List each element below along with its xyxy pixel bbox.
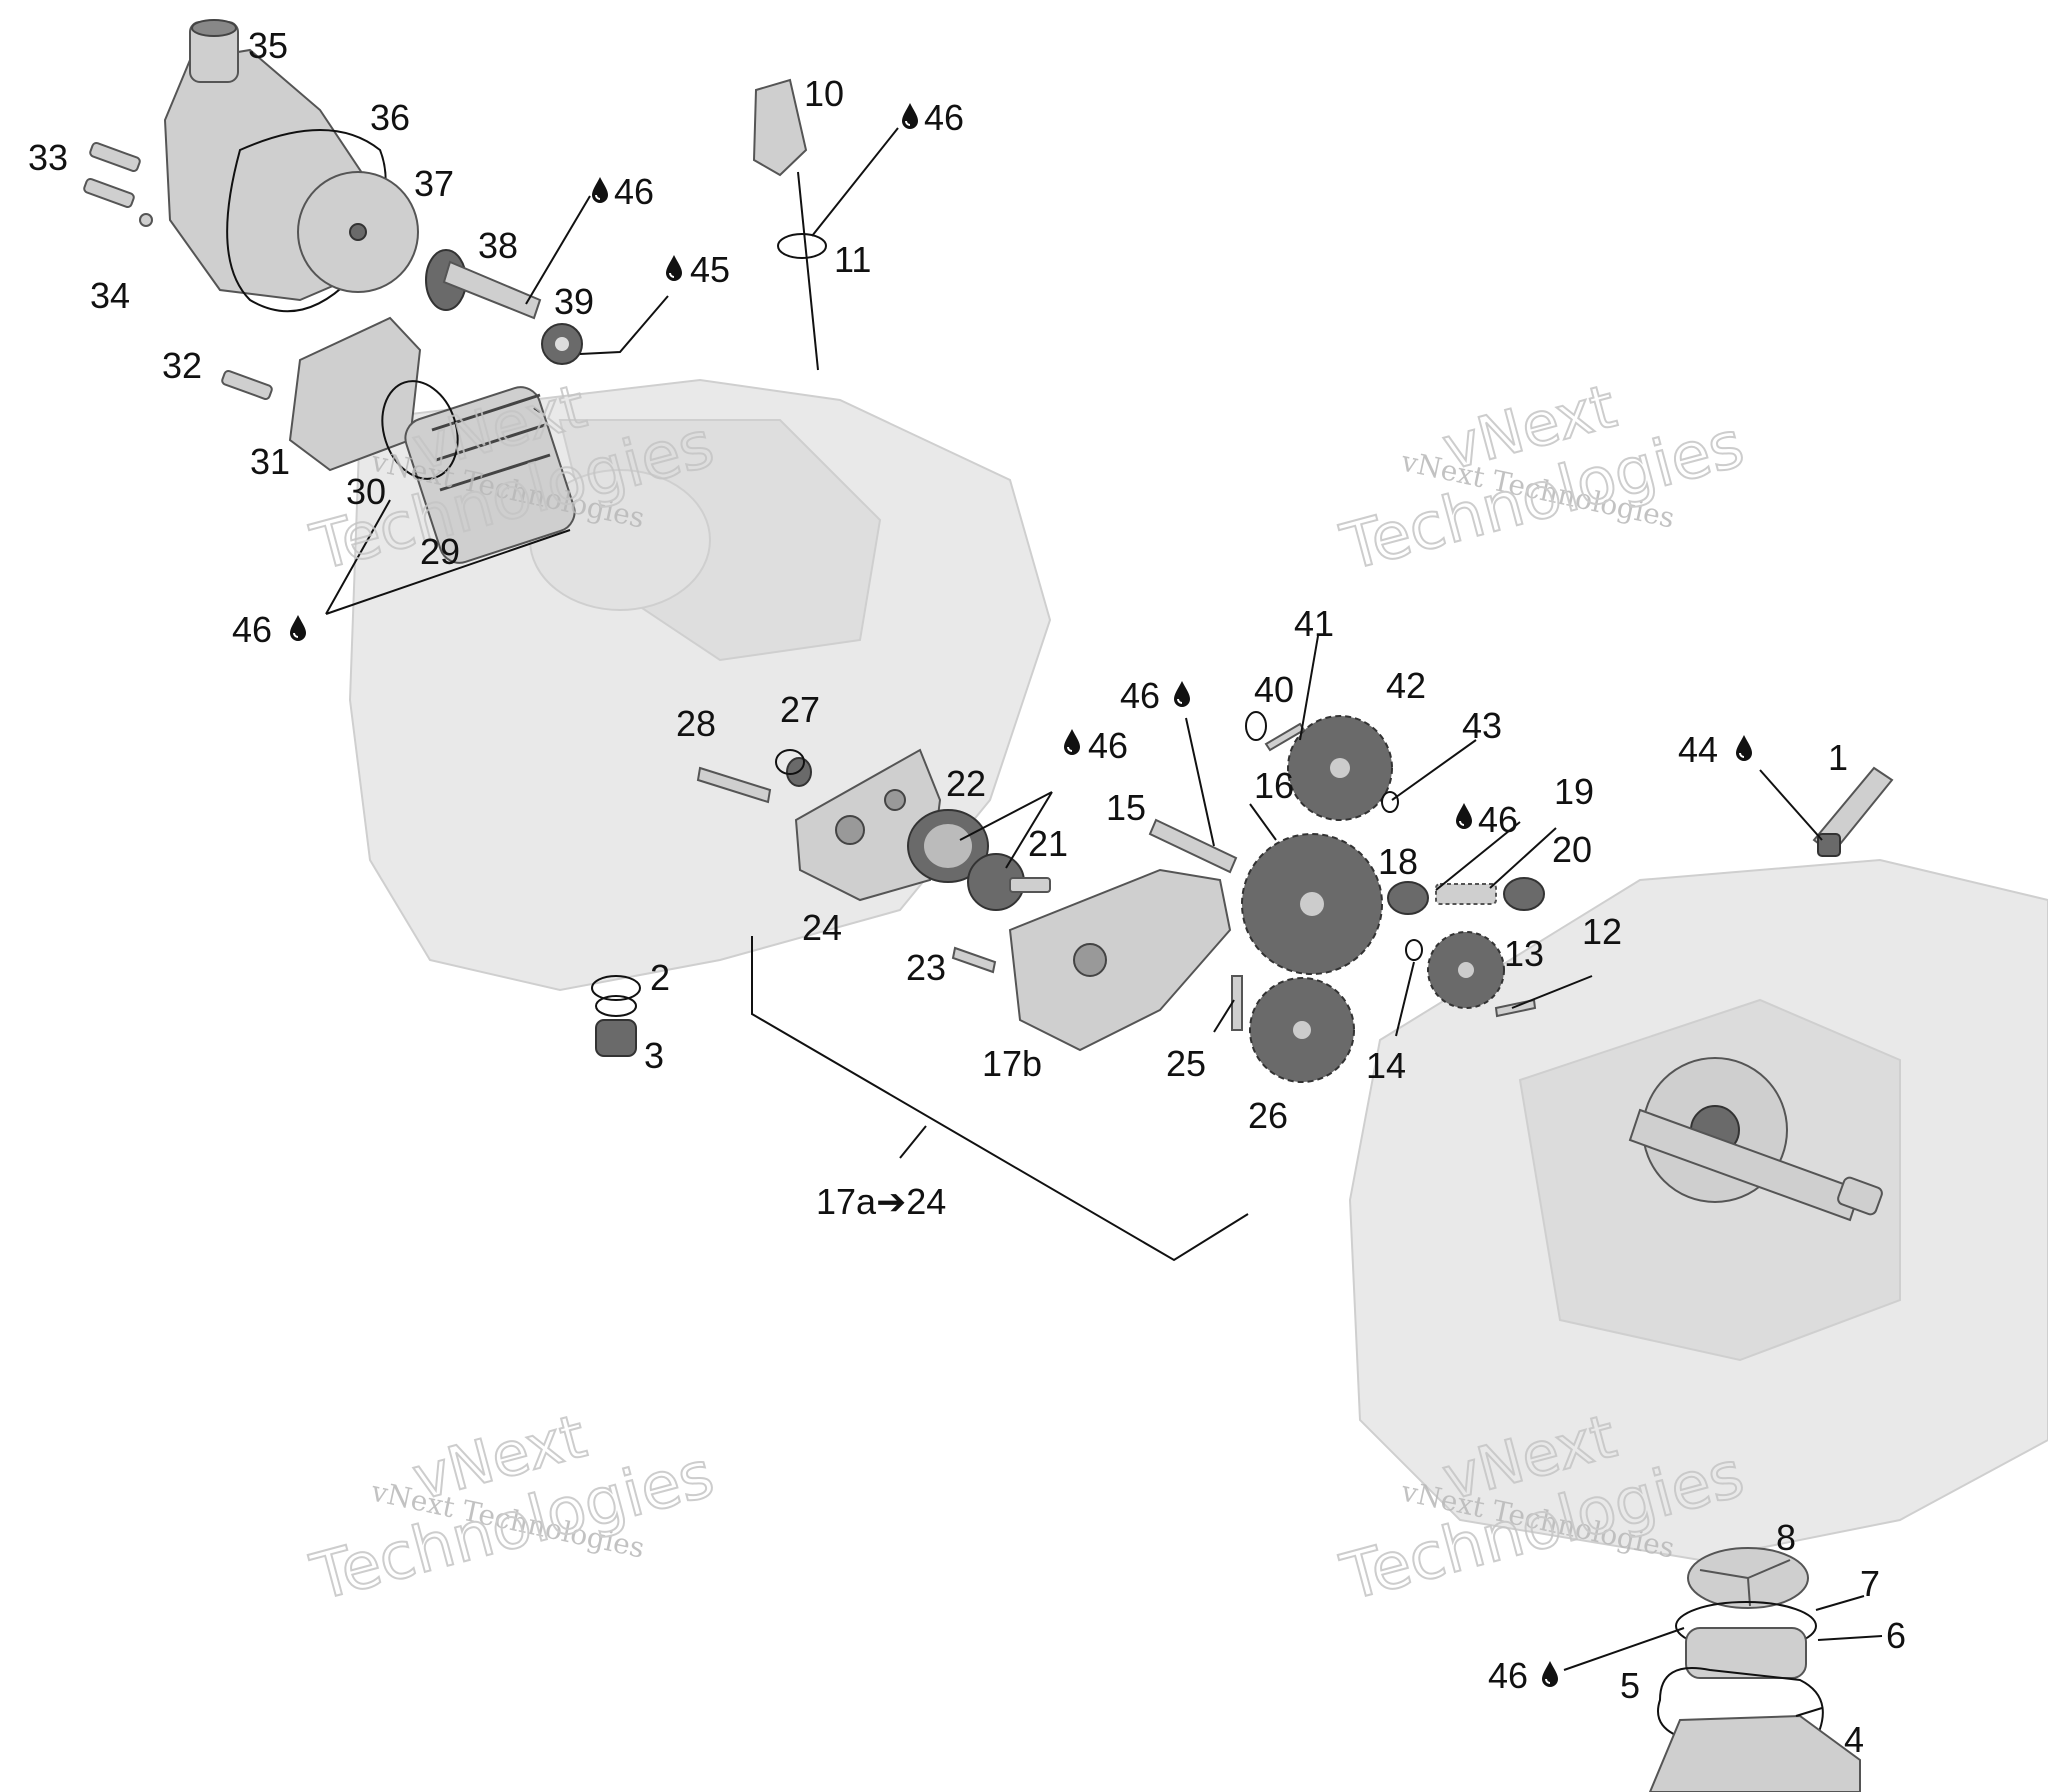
part-label-41: 41 [1294,603,1334,644]
part-label-7: 7 [1860,1563,1880,1604]
oil-drop-icon [591,176,609,204]
part-label-23: 23 [906,947,946,988]
part-label-40: 40 [1254,669,1294,710]
part-label-30: 30 [346,471,386,512]
oil-strainer-assembly [1648,1547,1861,1792]
part-label-37: 37 [414,163,454,204]
idler-gear-42 [1287,715,1393,821]
part-label-44: 44 [1678,729,1718,770]
part-label-5: 5 [1620,1665,1640,1706]
part-labels: 35 36 37 33 34 38 46 10 46 11 39 45 32 3… [28,25,1906,1760]
part-label-46: 46 [232,609,272,650]
part-label-12: 12 [1582,911,1622,952]
oil-pump-rotor-inner [967,853,1051,911]
drive-gear-16 [1241,833,1383,975]
pump-shaft-15 [1148,818,1238,874]
oil-drop-icon [665,254,683,282]
part-label-4: 4 [1844,1719,1864,1760]
gear-13 [1427,931,1505,1009]
rotary-seal [541,323,583,365]
leader-lines [325,127,1883,1717]
part-label-42: 42 [1386,665,1426,706]
part-label-18: 18 [1378,841,1418,882]
part-label-3: 3 [644,1035,664,1076]
part-label-38: 38 [478,225,518,266]
part-label-25: 25 [1166,1043,1206,1084]
part-label-27: 27 [780,689,820,730]
part-label-28: 28 [676,703,716,744]
part-label-22: 22 [946,763,986,804]
small-hardware [775,711,1545,1031]
part-label-43: 43 [1462,705,1502,746]
dipstick [752,78,827,371]
oil-filter-cartridge [381,380,576,564]
assembly-bracket [751,936,1249,1262]
impeller [297,171,419,293]
part-label-11: 11 [834,239,871,280]
oil-drop-icon [1541,1660,1559,1688]
part-label-16: 16 [1254,765,1294,806]
part-label-29: 29 [420,531,460,572]
part-label-39: 39 [554,281,594,322]
cover-screws [83,141,153,227]
part-label-33: 33 [28,137,68,178]
oil-pump-rotor-outer [907,809,989,883]
part-label-31: 31 [250,441,290,482]
pump-housing [221,316,422,472]
part-label-17a-to-24: 17a➔24 [816,1181,946,1222]
part-label-36: 36 [370,97,410,138]
part-label-6: 6 [1886,1615,1906,1656]
part-label-24: 24 [802,907,842,948]
part-label-10: 10 [804,73,844,114]
oil-pump-housing-17b [951,868,1232,1052]
part-label-17b: 17b [982,1043,1042,1084]
part-label-35: 35 [248,25,288,66]
part-label-8: 8 [1776,1517,1796,1558]
oil-drop-icon [1455,802,1473,830]
part-label-46: 46 [1120,675,1160,716]
oil-pump-housing-17a [696,748,942,902]
part-label-46: 46 [614,171,654,212]
part-label-1: 1 [1828,737,1848,778]
oil-drop-icon [1735,734,1753,762]
oil-pressure-sensor [1812,766,1894,857]
part-label-45: 45 [690,249,730,290]
oil-drop-icon [289,614,307,642]
part-label-19: 19 [1554,771,1594,812]
part-label-46: 46 [1488,1655,1528,1696]
part-label-46: 46 [924,97,964,138]
oil-drop-icon [1173,680,1191,708]
part-label-20: 20 [1552,829,1592,870]
part-label-2: 2 [650,957,670,998]
oil-drop-icon [1063,728,1081,756]
part-label-14: 14 [1366,1045,1406,1086]
part-label-15: 15 [1106,787,1146,828]
part-label-46: 46 [1478,799,1518,840]
pump-shaft [425,249,542,320]
part-label-34: 34 [90,275,130,316]
crankshaft [1628,1057,1883,1222]
oil-drop-icon [901,102,919,130]
part-label-26: 26 [1248,1095,1288,1136]
gear-26 [1249,977,1355,1083]
part-label-46: 46 [1088,725,1128,766]
drain-plug [591,975,641,1057]
part-label-13: 13 [1504,933,1544,974]
part-label-21: 21 [1028,823,1068,864]
part-label-32: 32 [162,345,202,386]
